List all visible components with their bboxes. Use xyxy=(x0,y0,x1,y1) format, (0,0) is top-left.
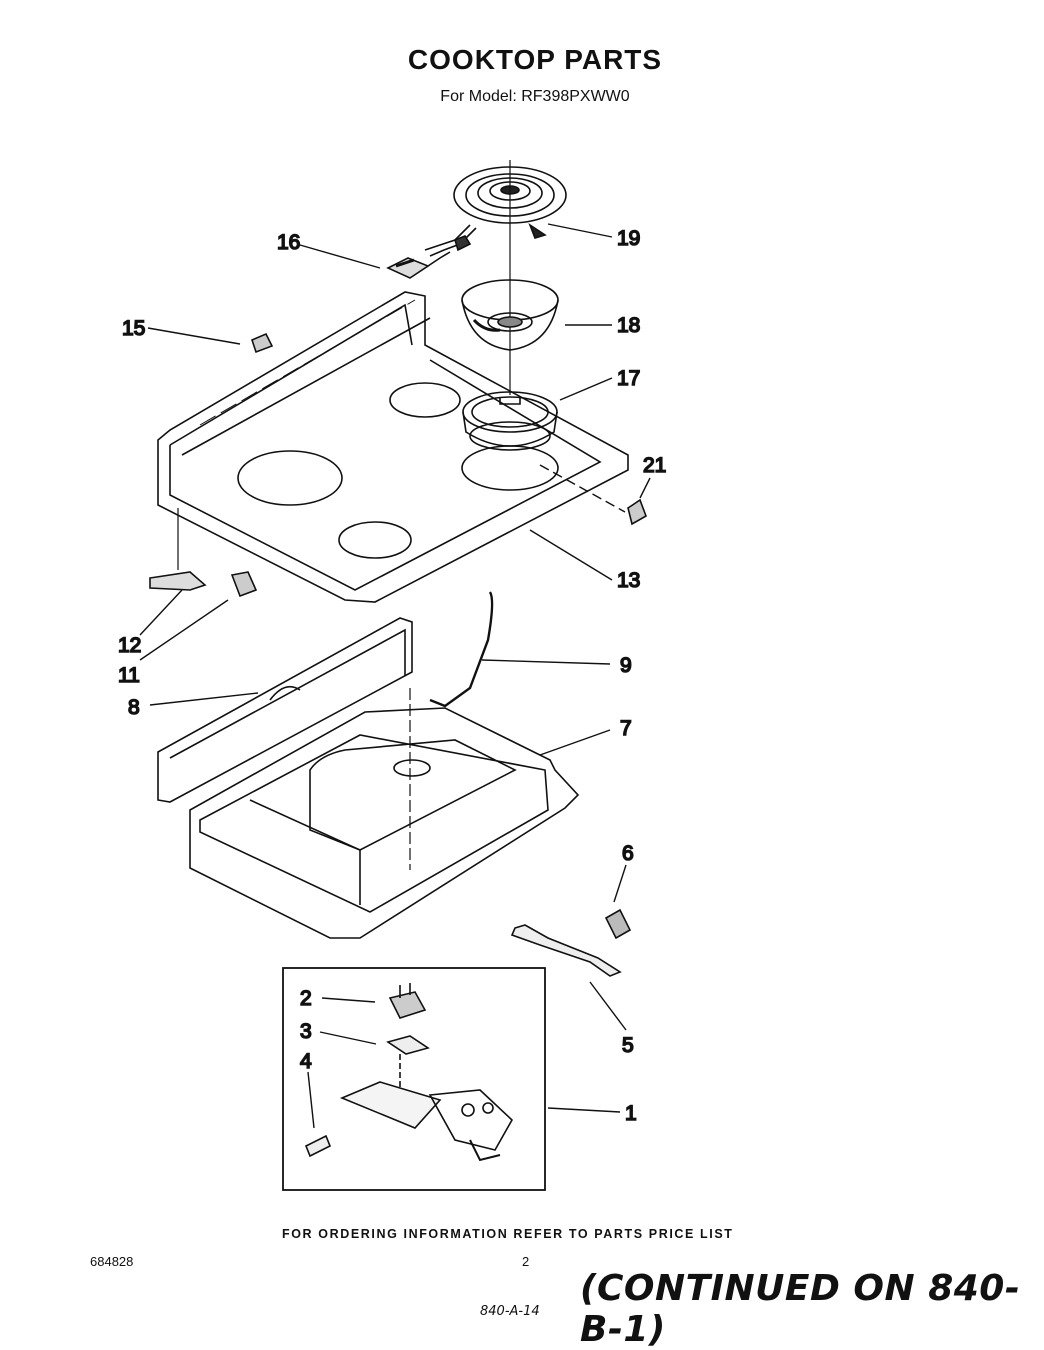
page-title: COOKTOP PARTS xyxy=(407,44,663,75)
switch-bracket xyxy=(510,924,622,977)
callout-16: 16 xyxy=(277,231,300,254)
cooktop-clip xyxy=(251,332,274,354)
trim-ring xyxy=(462,391,558,451)
support-rod xyxy=(429,591,494,708)
callout-11: 11 xyxy=(118,664,140,687)
rear-channel xyxy=(157,617,413,803)
mounting-clip xyxy=(304,1134,332,1158)
hinge-pin xyxy=(149,571,207,591)
callout-21: 21 xyxy=(643,454,666,477)
callout-17: 17 xyxy=(617,367,640,390)
callout-19: 19 xyxy=(617,227,640,250)
surface-element-coil xyxy=(424,160,567,395)
switch xyxy=(388,983,427,1019)
drip-bowl xyxy=(461,279,559,351)
callout-7: 7 xyxy=(620,717,632,740)
callout-6: 6 xyxy=(622,842,634,865)
leader-lines xyxy=(139,223,651,1129)
callout-13: 13 xyxy=(617,569,640,592)
callout-12: 12 xyxy=(118,634,141,657)
ordering-info-note: FOR ORDERING INFORMATION REFER TO PARTS … xyxy=(282,1227,734,1241)
model-subtitle: For Model: RF398PXWW0 xyxy=(440,88,630,105)
hinge-clip xyxy=(627,498,647,526)
callout-18: 18 xyxy=(617,314,640,337)
callout-4: 4 xyxy=(300,1050,312,1073)
page-number: 2 xyxy=(522,1254,530,1269)
callout-5: 5 xyxy=(622,1034,634,1057)
switch-assembly-inset-box xyxy=(282,967,546,1191)
handwritten-reference: 840-A-14 xyxy=(480,1304,540,1319)
bumper xyxy=(230,571,258,598)
callout-15: 15 xyxy=(122,317,145,340)
callout-8: 8 xyxy=(128,696,140,719)
insulator xyxy=(604,908,632,940)
switch-plate xyxy=(386,1035,430,1095)
cooktop-panel xyxy=(157,291,629,603)
terminal-block xyxy=(386,235,472,279)
callout-3: 3 xyxy=(300,1020,312,1043)
continued-note: (CONTINUED ON 840-B-1) xyxy=(580,1268,1021,1350)
burner-box xyxy=(189,688,580,939)
callout-1: 1 xyxy=(625,1102,637,1125)
switch-assembly xyxy=(339,1081,514,1162)
callout-2: 2 xyxy=(300,987,312,1010)
callout-9: 9 xyxy=(620,654,632,677)
document-number: 684828 xyxy=(90,1254,134,1269)
